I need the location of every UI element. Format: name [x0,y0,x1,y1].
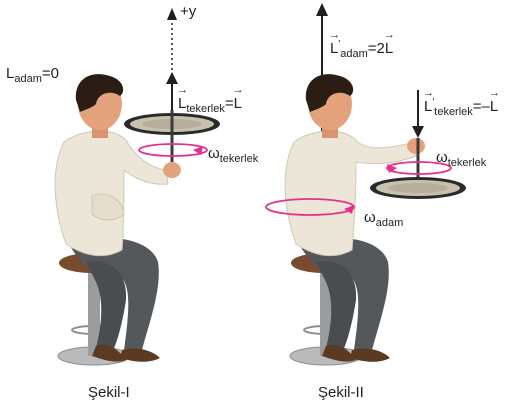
rhs: L [384,30,395,56]
man-momentum-label-1: Ladam=0 [6,66,59,85]
y-axis-arrowhead [167,8,177,20]
caption-panel-1: Şekil-I [88,384,130,401]
equals: = [224,95,234,112]
wheel-rotation-arrowhead [193,146,203,155]
rhs: L [233,85,244,111]
subscript: tekerlek [219,153,259,165]
value: =0 [41,65,59,82]
wheel-momentum-label-2: L'tekerlek=–L [423,88,500,118]
symbol: L [329,30,340,56]
rhs: L [489,88,500,114]
symbol: L [6,65,15,82]
symbol: ω [436,149,448,166]
subscript: tekerlek [186,103,225,115]
wheel-omega-label-2: ωtekerlek [436,150,486,169]
wheel-momentum-arrowhead-2 [412,126,424,138]
axis-label-text: +y [180,3,197,20]
prime: ' [432,97,435,108]
man-omega-label-2: ωadam [364,210,403,229]
subscript: adam [340,48,368,60]
man-rotation-arrowhead [344,205,354,214]
symbol: ω [208,145,220,162]
wheel-momentum-label-1: Ltekerlek=L [177,85,244,115]
man-1 [54,74,181,362]
gyroscope-wheel-1 [124,110,220,162]
man-momentum-label-2: L'adam=2L [329,30,395,60]
equals: =– [472,98,490,115]
wheel-omega-label-1: ωtekerlek [208,146,258,165]
wheel-rotation-arrowhead-2 [387,164,397,173]
subscript: adam [375,217,404,229]
symbol: ω [364,209,376,226]
subscript: tekerlek [447,157,487,169]
panel-1 [54,8,220,366]
wheel-momentum-arrowhead [166,72,178,84]
subscript: tekerlek [434,106,473,118]
man-rotation-arrow [265,198,355,216]
gyroscope-wheel-2 [370,138,466,199]
man-momentum-arrowhead [316,3,328,16]
symbol: L [423,88,434,114]
caption-panel-2: Şekil-II [318,384,364,401]
prime: ' [338,39,341,50]
wheel-rotation-arrow [138,143,208,157]
man-2 [284,74,425,362]
panel-2 [265,3,466,366]
wheel-rotation-arrow-2 [386,161,452,175]
symbol: L [177,85,188,111]
axis-label-plus-y: +y [180,4,196,19]
equals: =2 [367,40,385,57]
subscript: adam [14,73,42,85]
